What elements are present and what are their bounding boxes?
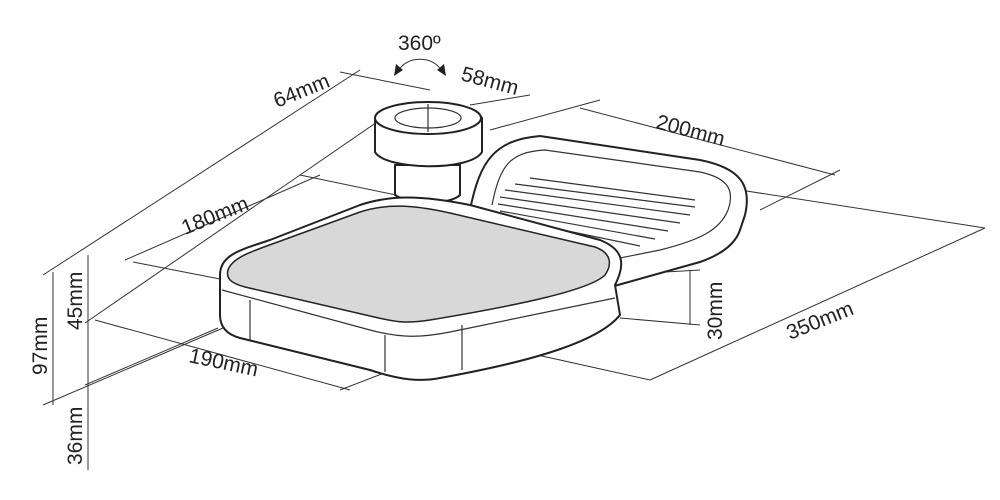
label-tray-width: 190mm <box>187 344 260 381</box>
clamp <box>374 101 483 204</box>
label-rotation: 360º <box>398 32 441 55</box>
left-tray <box>219 196 623 381</box>
label-left-tray-length: 180mm <box>178 192 252 240</box>
dimension-lines <box>42 69 986 470</box>
rotation-arrow-icon <box>397 58 443 73</box>
arrow-head-right <box>437 64 446 76</box>
label-clamp-width: 64mm <box>270 69 333 112</box>
label-clamp-depth: 58mm <box>459 63 521 100</box>
label-height-total: 97mm <box>29 317 52 375</box>
label-right-tray-height: 30mm <box>704 282 727 340</box>
label-right-tray-length: 200mm <box>654 111 728 151</box>
arrow-head-left <box>394 64 403 76</box>
label-total-length: 350mm <box>783 297 857 345</box>
label-height-lower: 36mm <box>64 407 87 465</box>
label-height-upper: 45mm <box>64 272 87 330</box>
